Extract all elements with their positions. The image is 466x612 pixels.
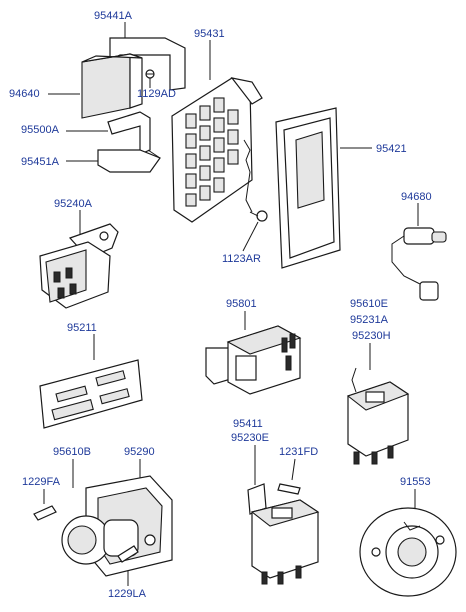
part-label-95211: 95211 (67, 322, 97, 334)
horn-95610B-bracket-95290 (61, 475, 173, 577)
leader-lines (43, 22, 419, 586)
screw-1129AD (145, 69, 155, 79)
part-label-95441A: 95441A (94, 10, 132, 22)
relay-95801 (205, 325, 302, 395)
part-label-95421: 95421 (376, 143, 407, 155)
relay-95230H (346, 367, 410, 465)
part-label-95431: 95431 (194, 28, 225, 40)
part-label-95451A: 95451A (21, 156, 59, 168)
part-label-95240A: 95240A (54, 198, 92, 210)
part-label-1229LA: 1229LA (108, 588, 146, 600)
part-label-1229FA: 1229FA (22, 476, 60, 488)
bracket-95441A (81, 37, 186, 119)
fuse-box-95431 (171, 77, 263, 223)
part-label-1123AR: 1123AR (222, 253, 261, 265)
grommet-91553 (359, 507, 457, 597)
part-label-95801: 95801 (226, 298, 257, 310)
part-label-94680: 94680 (401, 191, 432, 203)
part-label-95230H: 95230H (352, 330, 391, 342)
part-label-95610E: 95610E (350, 298, 388, 310)
relay-95411 (247, 483, 320, 585)
socket-94680 (391, 227, 447, 301)
part-label-95411: 95411 (233, 418, 263, 430)
part-label-1129AD: 1129AD (137, 88, 176, 100)
part-label-95500A: 95500A (21, 124, 59, 136)
part-label-91553: 91553 (400, 476, 431, 488)
part-label-95231A: 95231A (350, 314, 388, 326)
label-plate-95211 (39, 359, 143, 429)
part-label-95230E: 95230E (231, 432, 269, 444)
part-label-1231FD: 1231FD (279, 446, 319, 458)
part-label-94640: 94640 (9, 88, 40, 100)
screw-1231FD (277, 483, 301, 495)
cover-95421 (275, 107, 341, 269)
bolt-1229FA (33, 505, 57, 521)
bolt-1229LA (117, 545, 139, 563)
part-label-95290: 95290 (124, 446, 155, 458)
relay-95240A (39, 223, 119, 309)
part-label-95610B: 95610B (53, 446, 91, 458)
fuse-rows (185, 97, 239, 207)
bracket-95500A (97, 111, 161, 173)
screw-1123AR (249, 210, 268, 222)
